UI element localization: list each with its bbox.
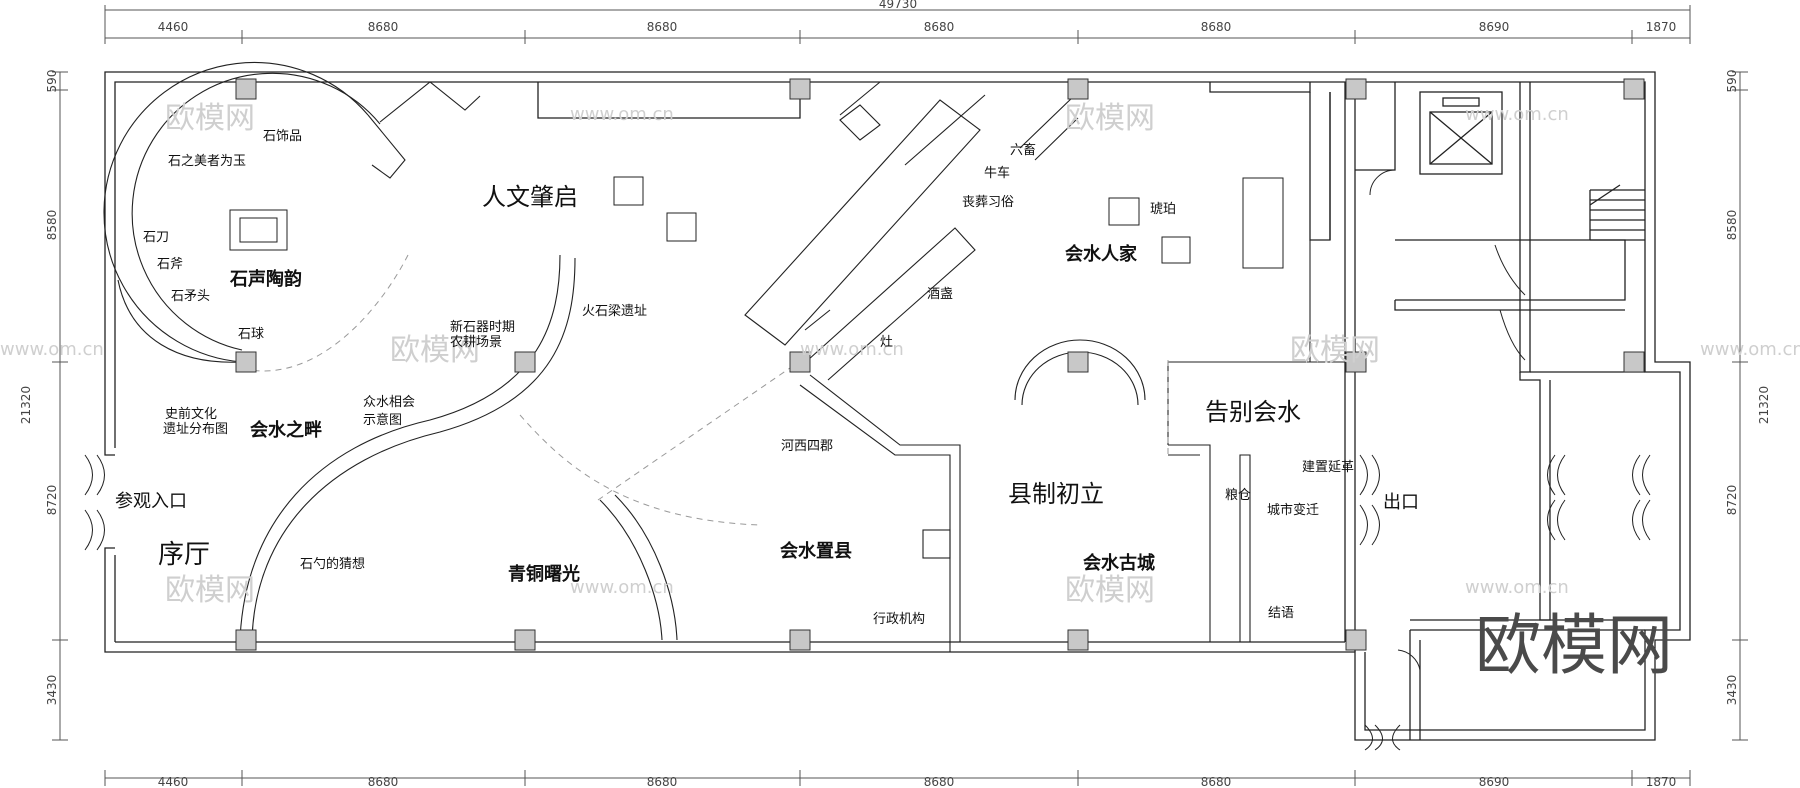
watermark-url: www.om.cn xyxy=(1700,339,1800,360)
dim-top-2: 8680 xyxy=(368,20,399,34)
label-jade: 石之美者为玉 xyxy=(168,154,246,169)
watermark-text: 欧模网 xyxy=(1290,333,1380,368)
display-cases xyxy=(229,176,1284,269)
zone-farewell: 告别会水 xyxy=(1205,398,1301,426)
zone-prelude-hall: 序厅 xyxy=(158,540,210,570)
dim-bottom-2: 8680 xyxy=(368,775,399,788)
watermark-url: www.om.cn xyxy=(1465,577,1569,598)
dim-top-7: 1870 xyxy=(1646,20,1677,34)
dim-top-1: 4460 xyxy=(158,20,189,34)
label-reform: 建置延革 xyxy=(1302,460,1354,475)
watermark-text: 欧模网 xyxy=(1065,573,1155,608)
dim-total: 49730 xyxy=(879,0,917,11)
dim-right-4: 3430 xyxy=(1725,675,1739,706)
watermark-text: 欧模网 xyxy=(165,573,255,608)
dim-left-3: 8720 xyxy=(45,485,59,516)
label-prehistoric-map-1: 史前文化 xyxy=(165,406,217,422)
dim-top-3: 8680 xyxy=(647,20,678,34)
doors xyxy=(84,169,1651,751)
label-city-change: 城市变迁 xyxy=(1267,502,1319,518)
zone-county-setup: 会水置县 xyxy=(780,540,852,562)
entrance-door-left xyxy=(84,454,105,496)
dim-bottom-1: 4460 xyxy=(158,775,189,788)
label-granary: 粮仓 xyxy=(1225,488,1251,503)
zone-stone-pottery: 石声陶韵 xyxy=(229,268,302,290)
watermark-url: www.om.cn xyxy=(570,104,674,125)
watermark-text: 欧模网 xyxy=(1065,101,1155,136)
label-hexi: 河西四郡 xyxy=(781,439,833,454)
dim-right-total: 21320 xyxy=(1757,386,1771,424)
dim-left-2: 8580 xyxy=(45,210,59,241)
label-confluence-2: 示意图 xyxy=(363,412,402,428)
zone-ancient-city: 会水古城 xyxy=(1083,552,1155,574)
watermark-url: www.om.cn xyxy=(0,339,104,360)
watermark-text: 欧模网 xyxy=(165,101,255,136)
label-liuchu: 六畜 xyxy=(1010,142,1036,158)
dim-bottom-5: 8680 xyxy=(1201,775,1232,788)
watermark-url: www.om.cn xyxy=(570,577,674,598)
label-neolithic-1: 新石器时期 xyxy=(450,319,515,335)
exterior-walls xyxy=(104,71,1691,741)
zone-bronze-dawn: 青铜曙光 xyxy=(508,563,580,585)
label-neolithic-2: 农耕场景 xyxy=(450,334,502,350)
label-funeral: 丧葬习俗 xyxy=(962,195,1014,210)
label-prehistoric-map-2: 遗址分布图 xyxy=(163,422,228,437)
label-stone-spear: 石矛头 xyxy=(171,289,210,304)
interior-partitions xyxy=(117,81,1345,652)
watermark-url: www.om.cn xyxy=(1465,104,1569,125)
label-spoon: 石勺的猜想 xyxy=(300,556,365,572)
zone-county-system: 县制初立 xyxy=(1008,480,1104,508)
dim-top-4: 8680 xyxy=(924,20,955,34)
watermark-url: www.om.cn xyxy=(800,339,904,360)
entrance-label: 参观入口 xyxy=(115,491,187,512)
dim-bottom-4: 8680 xyxy=(924,775,955,788)
label-confluence-1: 众水相会 xyxy=(363,395,415,410)
exit-label: 出口 xyxy=(1383,492,1419,513)
dimension-labels: 49730 4460 8680 8680 8680 8680 8690 1870… xyxy=(19,0,1771,788)
label-wine-vessel: 酒盏 xyxy=(927,287,953,302)
dim-right-1: 590 xyxy=(1725,70,1739,93)
dim-left-4: 3430 xyxy=(45,675,59,706)
label-oxcart: 牛车 xyxy=(984,165,1010,181)
dim-bottom-3: 8680 xyxy=(647,775,678,788)
zone-humanities: 人文肇启 xyxy=(482,183,578,211)
columns xyxy=(235,78,1645,651)
label-conclusion: 结语 xyxy=(1268,606,1294,621)
dim-left-1: 590 xyxy=(45,70,59,93)
dimension-lines xyxy=(52,5,1748,786)
zone-huishui-family: 会水人家 xyxy=(1065,243,1138,265)
zone-titles: 人文肇启 序厅 县制初立 告别会水 石声陶韵 会水之畔 青铜曙光 会水置县 会水… xyxy=(115,183,1419,585)
brand-logo: 欧模网 xyxy=(1475,607,1673,684)
dashed-guides xyxy=(249,254,1169,526)
label-stove: 灶 xyxy=(880,335,893,350)
dim-left-total: 21320 xyxy=(19,386,33,424)
label-stone-ball: 石球 xyxy=(238,327,264,342)
label-admin: 行政机构 xyxy=(873,612,925,627)
watermark-text: 欧模网 xyxy=(390,333,480,368)
zone-huishui-shore: 会水之畔 xyxy=(250,419,322,441)
exhibit-labels: 石饰品 石之美者为玉 石刀 石斧 石矛头 石球 史前文化 遗址分布图 新石器时期… xyxy=(143,129,1354,627)
dim-bottom-7: 1870 xyxy=(1646,775,1677,788)
label-stone-ornament: 石饰品 xyxy=(263,129,302,144)
dim-right-2: 8580 xyxy=(1725,210,1739,241)
label-stone-knife: 石刀 xyxy=(143,230,169,245)
label-huoshiliang: 火石梁遗址 xyxy=(582,304,647,319)
dim-top-6: 8690 xyxy=(1479,20,1510,34)
label-amber: 琥珀 xyxy=(1150,202,1176,217)
label-stone-axe: 石斧 xyxy=(157,257,183,272)
curved-walls xyxy=(103,61,1146,641)
dim-bottom-6: 8690 xyxy=(1479,775,1510,788)
dim-right-3: 8720 xyxy=(1725,485,1739,516)
dim-top-5: 8680 xyxy=(1201,20,1232,34)
watermarks: 欧模网 www.om.cn 欧模网 www.om.cn 欧模网 www.om.c… xyxy=(0,101,1800,608)
